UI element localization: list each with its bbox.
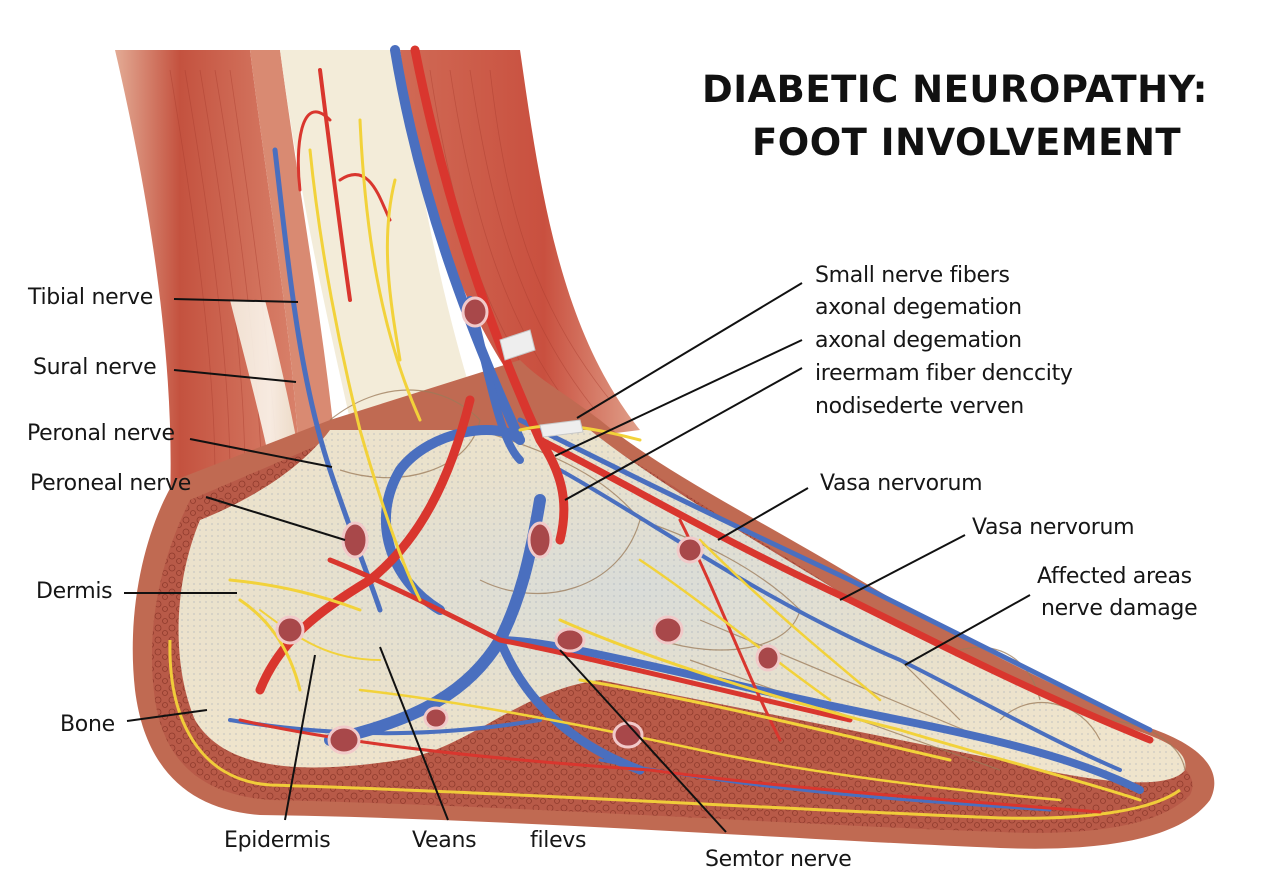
label-fiber-density: ireermam fiber denccity	[815, 361, 1073, 386]
label-vasa-nervorum-1: Vasa nervorum	[820, 471, 983, 496]
leader-lines	[124, 282, 1031, 833]
arteries	[238, 45, 1154, 814]
label-semtor-nerve: Semtor nerve	[705, 847, 852, 872]
label-tibial-nerve: Tibial nerve	[28, 285, 154, 310]
label-vasa-nervorum-2: Vasa nervorum	[972, 515, 1135, 540]
label-peronal-nerve: Peronal nerve	[27, 421, 175, 446]
label-dermis: Dermis	[36, 579, 113, 604]
nerves	[228, 118, 1142, 802]
label-peroneal-nerve: Peroneal nerve	[30, 471, 191, 496]
label-nerve-damage: nerve damage	[1041, 596, 1198, 621]
label-bone: Bone	[60, 712, 115, 737]
label-epidermis: Epidermis	[224, 828, 331, 853]
label-affected-areas: Affected areas	[1037, 564, 1192, 589]
label-sural-nerve: Sural nerve	[33, 355, 157, 380]
label-small-nerve-fibers: Small nerve fibers	[815, 263, 1010, 288]
nerve-cross-sections	[275, 296, 781, 755]
leg-muscles	[115, 50, 640, 520]
label-nodise-verven: nodisederte verven	[815, 394, 1024, 419]
diagram-title-line2: FOOT INVOLVEMENT	[752, 121, 1182, 164]
label-veans: Veans	[412, 828, 477, 853]
label-filevs: filevs	[530, 828, 587, 853]
label-axonal-degeneration-2: axonal degemation	[815, 328, 1022, 353]
label-axonal-degeneration-1: axonal degemation	[815, 295, 1022, 320]
diagram-title-line1: DIABETIC NEUROPATHY:	[702, 68, 1208, 111]
